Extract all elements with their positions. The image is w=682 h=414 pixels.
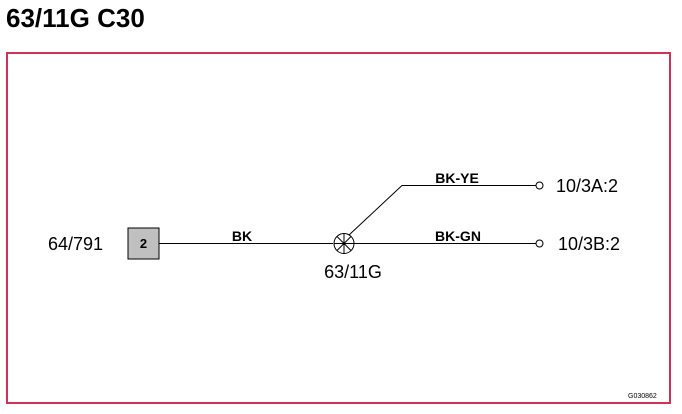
terminal-marker-a: [535, 181, 544, 190]
connector-pin-label: 2: [140, 236, 147, 251]
splice-label: 63/11G: [324, 262, 382, 282]
terminal-label-b: 10/3B:2: [558, 234, 620, 254]
wire-bk-label: BK: [232, 228, 252, 244]
wire-bk-ye-label: BK-YE: [435, 170, 479, 186]
wire-bk-ye: [348, 185, 536, 236]
page-title: 63/11G C30: [6, 3, 145, 33]
terminal-marker-b: [535, 239, 544, 248]
splice-symbol: [333, 233, 355, 254]
connector-box: [127, 227, 160, 260]
connector-label: 64/791: [48, 234, 103, 254]
diagram-frame: [6, 52, 671, 404]
wire-bk-gn-label: BK-GN: [435, 228, 481, 244]
terminal-label-a: 10/3A:2: [556, 176, 618, 196]
reference-code: G030862: [628, 393, 657, 400]
